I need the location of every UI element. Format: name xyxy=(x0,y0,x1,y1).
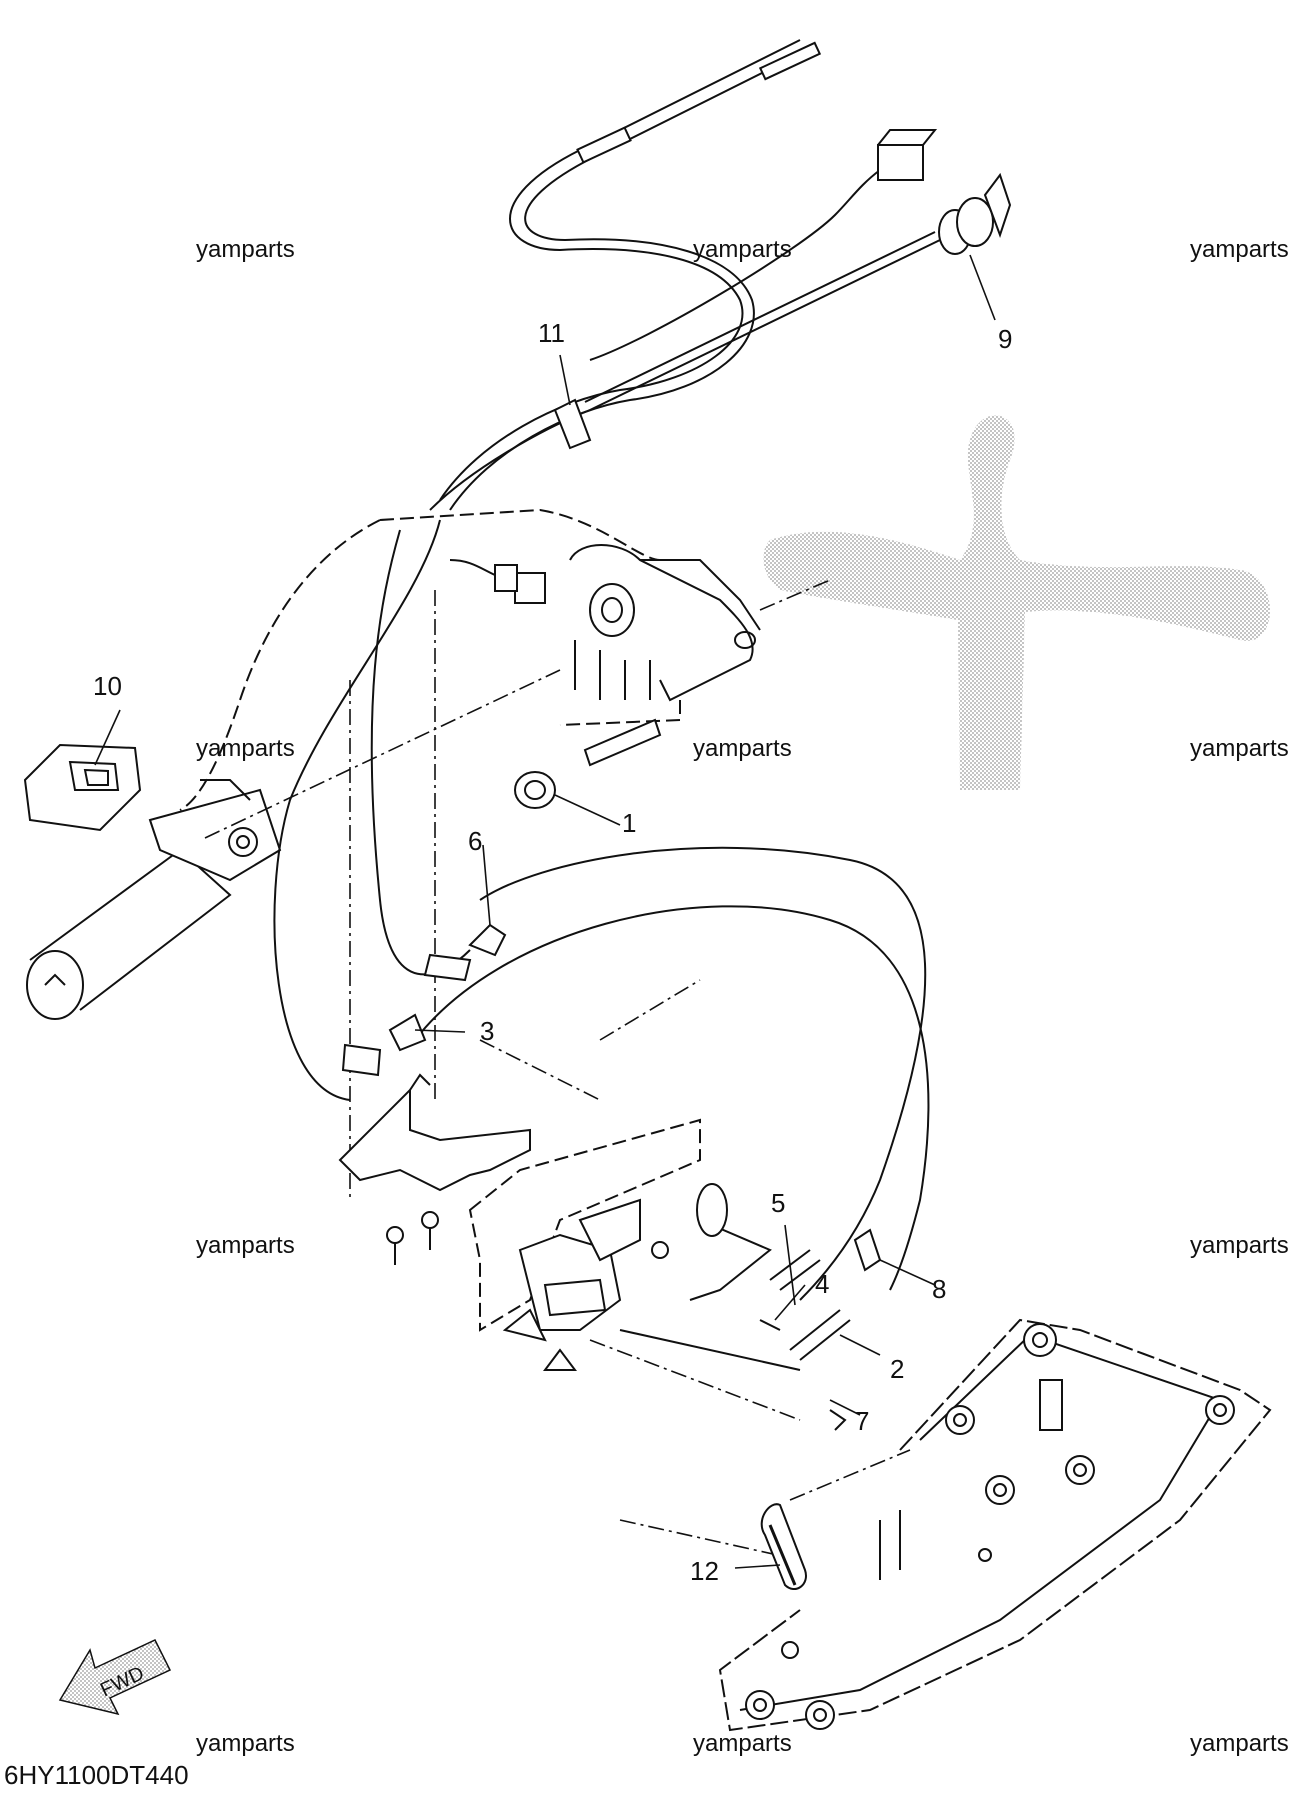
watermark: yamparts xyxy=(196,1232,295,1259)
callout-7: 7 xyxy=(855,1406,869,1436)
cable-clips xyxy=(341,923,507,1077)
watermark: yamparts xyxy=(1190,735,1289,762)
watermark: yamparts xyxy=(196,735,295,762)
grommet xyxy=(760,1503,807,1590)
watermark: yamparts xyxy=(196,236,295,263)
leader-lines xyxy=(94,254,996,1569)
callout-9: 9 xyxy=(998,324,1012,354)
reference-handle-silhouette xyxy=(763,415,1270,790)
harness-lead xyxy=(589,129,938,361)
cable-band xyxy=(553,398,592,450)
callout-5: 5 xyxy=(771,1188,785,1218)
callout-1: 1 xyxy=(622,808,636,838)
switch-cover xyxy=(23,743,142,832)
tiller-handle-bracket xyxy=(179,508,761,811)
callout-11: 11 xyxy=(538,318,565,348)
callout-2: 2 xyxy=(890,1354,904,1384)
cable-loops xyxy=(273,519,930,1301)
callout-4: 4 xyxy=(815,1269,829,1299)
lower-bracket xyxy=(338,1073,531,1265)
stop-switch-lead xyxy=(429,172,1012,511)
watermark: yamparts xyxy=(1190,1232,1289,1259)
shift-linkage-box xyxy=(468,1118,701,1371)
watermark: yamparts xyxy=(693,735,792,762)
twist-grip xyxy=(26,779,282,1020)
projection-lines xyxy=(204,579,911,1561)
callout-8: 8 xyxy=(932,1274,946,1304)
fwd-arrow: FWD xyxy=(58,1639,172,1716)
watermark: yamparts xyxy=(1190,236,1289,263)
linkage-rods xyxy=(619,1183,882,1431)
collar-nut xyxy=(514,718,662,809)
watermark: yamparts xyxy=(693,1730,792,1757)
diagram-code: 6HY1100DT440 xyxy=(4,1760,189,1790)
callout-12: 12 xyxy=(690,1556,719,1586)
callout-labels: 1 2 3 4 5 6 7 8 9 10 11 12 xyxy=(93,318,1012,1586)
callout-10: 10 xyxy=(93,671,122,701)
watermark: yamparts xyxy=(693,236,792,263)
watermark: yamparts xyxy=(196,1730,295,1757)
callout-3: 3 xyxy=(480,1016,494,1046)
bottom-cowling xyxy=(718,1318,1272,1732)
throttle-cables xyxy=(439,39,822,511)
watermark: yamparts xyxy=(1190,1730,1289,1757)
handle-connector xyxy=(449,559,546,604)
callout-6: 6 xyxy=(468,826,482,856)
